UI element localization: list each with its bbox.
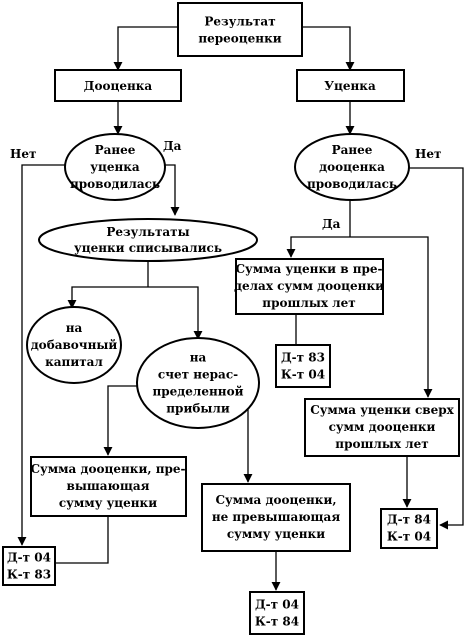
svg-text:Д-т 04К-т 84: Д-т 04 К-т 84 (255, 598, 299, 629)
markup-not-exceeding-line: не превышающая (212, 510, 341, 524)
prev-markup-line: проводилась (307, 177, 397, 191)
node-markdown-within: Сумма уценки в пре-делах сумм дооценки пр… (234, 258, 384, 315)
connector-exceeding-entry (55, 516, 109, 564)
markdown-line: Уценка (324, 79, 376, 93)
markdown-within-line: делах сумм дооценки (234, 279, 384, 293)
entry-04-84-line: К-т 84 (255, 615, 299, 629)
svg-text:Д-т 04К-т 83: Д-т 04 К-т 83 (7, 551, 51, 582)
node-markup-exceeding: Сумма дооценки, пре-вышающая сумму уценки (30, 456, 187, 517)
node-markup-not-exceeding: Сумма дооценки, не превышающая сумму уценк… (201, 483, 351, 552)
prev-markup-line: Ранее (332, 143, 373, 157)
markup-line: Дооценка (84, 79, 153, 93)
markdown-over-line: прошлых лет (335, 437, 428, 451)
entry-83-04: Д-т 83 К-т 04 (275, 344, 331, 388)
result-line: переоценки (198, 32, 281, 46)
connector-right-yes-within (286, 236, 350, 258)
entry-04-83-line: Д-т 04 (7, 551, 51, 565)
node-markdown-results: Результаты уценки списывались (38, 218, 258, 262)
markdown-within-line: Сумма уценки в пре- (235, 262, 382, 276)
label-right-no: Нет (415, 147, 441, 161)
node-to-retained: на счет нерас-пределенной прибыли (136, 337, 260, 429)
entry-04-84-line: Д-т 04 (255, 598, 299, 612)
svg-text:Дооценка: Дооценка (84, 79, 153, 93)
to-capital-line: добавочный (31, 338, 118, 352)
markup-exceeding-line: вышающая (67, 479, 150, 493)
entry-83-04-line: К-т 04 (281, 368, 325, 382)
connector-left-no (17, 164, 65, 546)
decision-prev-markup: Ранее дооценка проводилась (294, 133, 410, 201)
node-markup: Дооценка (54, 69, 182, 102)
node-markdown: Уценка (296, 69, 405, 102)
to-capital-line: капитал (45, 355, 103, 369)
markdown-over-line: сумм дооценки (329, 420, 436, 434)
result-line: Результат (204, 15, 275, 29)
svg-text:Сумма уценки в пре-делах сумм: Сумма уценки в пре-делах сумм дооценки пр… (234, 262, 384, 310)
markup-exceeding-line: сумму уценки (59, 496, 157, 510)
label-left-no: Нет (10, 147, 36, 161)
connector-result-markup (113, 26, 178, 71)
connector-to-capital (67, 286, 148, 309)
label-right-yes: Да (322, 217, 341, 231)
label-left-yes: Да (163, 139, 182, 153)
entry-84-04-line: Д-т 84 (387, 513, 431, 527)
connector-to-retained (148, 286, 203, 340)
svg-text:Д-т 83К-т 04: Д-т 83 К-т 04 (281, 351, 325, 382)
markdown-results-line: Результаты (106, 225, 189, 239)
entry-04-83: Д-т 04 К-т 83 (2, 546, 56, 586)
svg-text:Уценка: Уценка (324, 79, 376, 93)
to-retained-line: прибыли (166, 402, 230, 416)
entry-04-84: Д-т 04 К-т 84 (249, 591, 305, 635)
connector-result-markdown (302, 26, 355, 71)
decision-prev-markdown: Ранее уценка проводилась (64, 133, 166, 201)
svg-text:Д-т 84К-т 04: Д-т 84 К-т 04 (387, 513, 431, 544)
prev-markdown-line: проводилась (70, 177, 160, 191)
entry-84-04-line: К-т 04 (387, 530, 431, 544)
entry-04-83-line: К-т 83 (7, 568, 51, 582)
connector-retained-not-exceeding (238, 409, 253, 483)
connector-left-yes (165, 164, 180, 216)
markup-not-exceeding-line: Сумма дооценки, (215, 493, 336, 507)
connector-right-yes-over (350, 236, 433, 398)
node-to-capital: на добавочный капитал (26, 306, 122, 384)
to-retained-line: счет нерас- (158, 368, 238, 382)
connector-retained-exceeding (103, 385, 142, 456)
prev-markdown-line: уценка (90, 160, 140, 174)
to-retained-line: пределенной (152, 385, 243, 399)
markup-not-exceeding-line: сумму уценки (227, 527, 325, 541)
markdown-within-line: прошлых лет (262, 296, 355, 310)
node-markdown-over: Сумма уценки сверх сумм дооценки прошлых л… (304, 398, 460, 457)
markdown-results-line: уценки списывались (74, 241, 222, 255)
entry-84-04: Д-т 84 К-т 04 (380, 508, 438, 549)
markdown-over-line: Сумма уценки сверх (310, 403, 454, 417)
entry-83-04-line: Д-т 83 (281, 351, 325, 365)
to-capital-line: на (66, 321, 83, 335)
prev-markdown-line: Ранее (95, 143, 136, 157)
node-result: Результат переоценки (177, 2, 303, 57)
prev-markup-line: дооценка (319, 160, 385, 174)
connector-right-no (409, 167, 464, 530)
markup-exceeding-line: Сумма дооценки, пре- (30, 462, 185, 476)
to-retained-line: на (190, 351, 207, 365)
